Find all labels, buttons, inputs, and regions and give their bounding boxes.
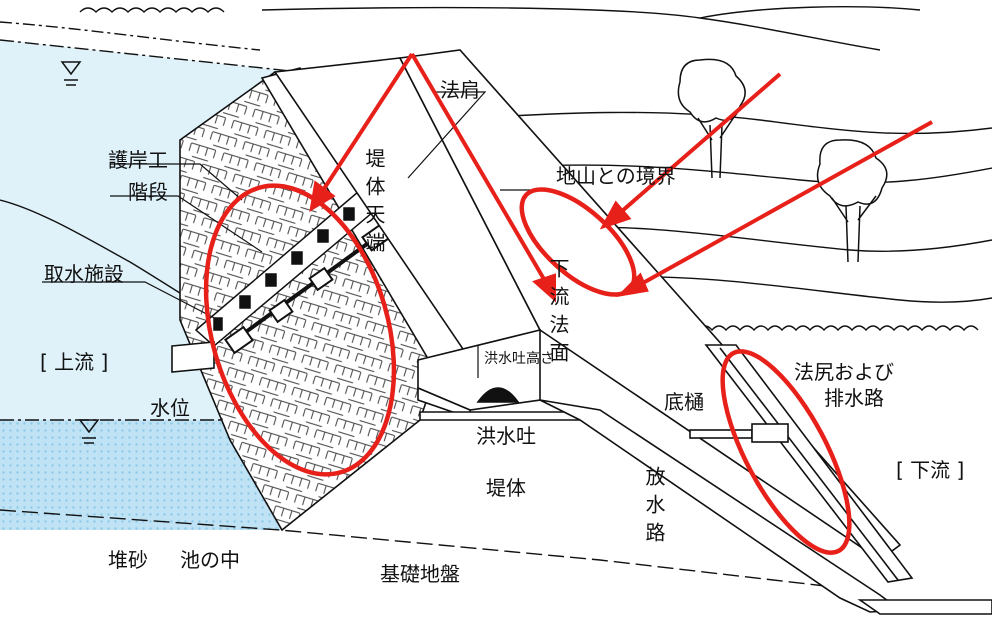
label-downstream-slope: 下流法面 xyxy=(546,258,570,370)
label-spillway-height: 洪水吐高さ xyxy=(484,351,554,367)
label-ground-boundary: 地山との境界 xyxy=(556,164,676,188)
label-foundation: 基礎地盤 xyxy=(380,562,460,586)
label-water-level: 水位 xyxy=(150,396,190,420)
label-revetment: 護岸工 xyxy=(108,148,168,172)
label-downstream: [ 下流 ] xyxy=(896,458,965,482)
water-level-triangle-icon xyxy=(60,61,100,444)
label-bottom-outlet: 底樋 xyxy=(664,390,704,414)
label-sediment: 堆砂 xyxy=(108,548,148,572)
label-intake: 取水施設 xyxy=(44,262,124,286)
spillway-channel xyxy=(539,399,992,615)
label-in-pond: 池の中 xyxy=(180,548,240,572)
label-dam-body: 堤体 xyxy=(486,476,526,500)
highlight-toe xyxy=(720,349,852,555)
bottom-outlet xyxy=(689,423,789,443)
label-upstream: [ 上流 ] xyxy=(40,350,109,374)
tree-icon xyxy=(677,58,746,179)
toe-drain xyxy=(704,344,914,583)
label-discharge-channel: 放水路 xyxy=(642,466,666,550)
reservoir-deep-water xyxy=(0,420,282,530)
intake-platform xyxy=(171,341,215,373)
reservoir-bank-lines xyxy=(0,21,861,591)
label-toe-line1: 法尻および xyxy=(794,360,894,384)
label-spillway: 洪水吐 xyxy=(476,424,536,448)
tree-icon xyxy=(816,139,888,263)
label-crest-shoulder: 法肩 xyxy=(440,78,480,102)
label-stairs: 階段 xyxy=(128,180,168,204)
label-toe-line2: 排水路 xyxy=(824,386,884,410)
highlight-revetment xyxy=(203,183,397,477)
highlight-arrows xyxy=(309,52,933,303)
label-dam-crest: 堤体天端 xyxy=(362,148,386,260)
spillway xyxy=(417,328,601,421)
